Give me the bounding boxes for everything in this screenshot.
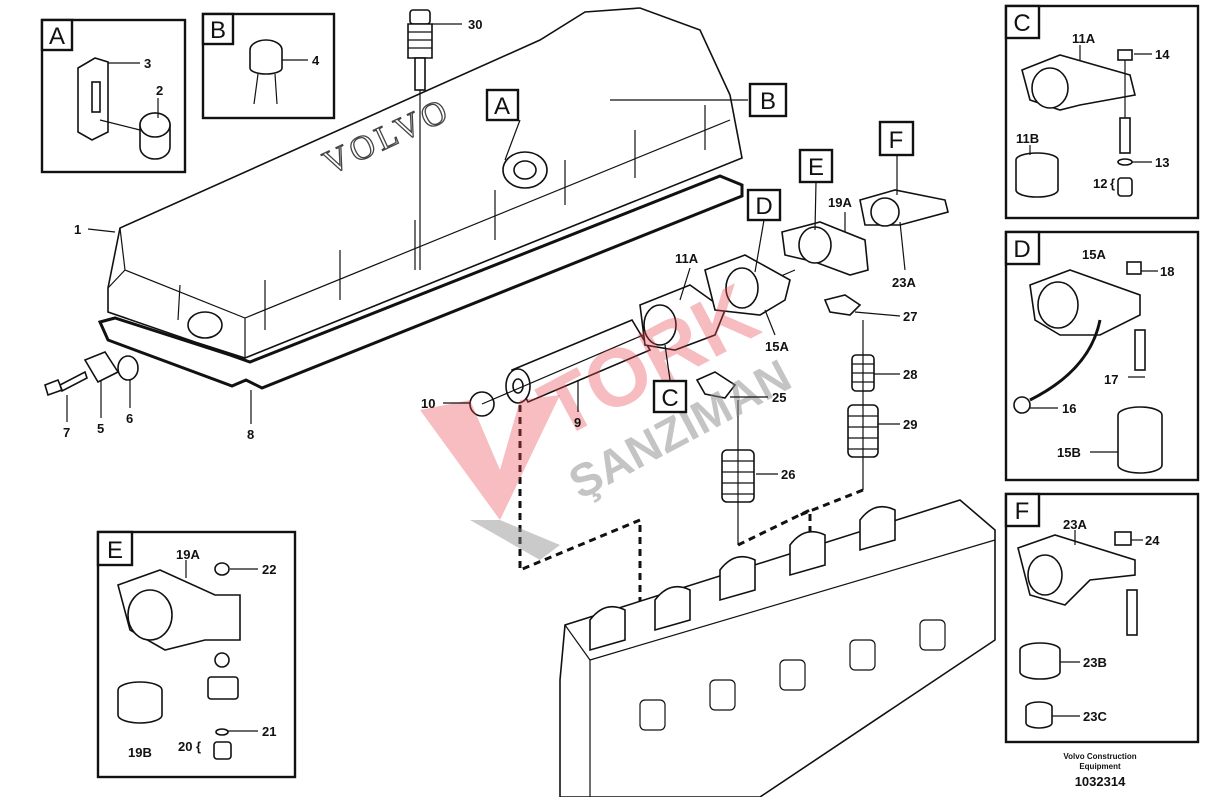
svg-text:30: 30 bbox=[468, 17, 482, 32]
oil-filler-cap-30 bbox=[407, 9, 433, 270]
callout-box-d: D bbox=[746, 188, 782, 222]
svg-text:E: E bbox=[107, 537, 123, 564]
svg-text:12: 12 bbox=[1093, 176, 1107, 191]
svg-text:D: D bbox=[1013, 236, 1030, 263]
svg-text:B: B bbox=[210, 17, 226, 44]
callout-box-b: B bbox=[748, 82, 788, 118]
svg-text:{: { bbox=[196, 739, 201, 754]
callout-box-e: E bbox=[798, 148, 834, 184]
svg-text:22: 22 bbox=[262, 562, 276, 577]
callout-box-a: A bbox=[485, 88, 520, 122]
svg-text:F: F bbox=[889, 127, 904, 154]
svg-text:11A: 11A bbox=[1072, 31, 1096, 46]
svg-text:26: 26 bbox=[781, 467, 795, 482]
svg-text:1: 1 bbox=[74, 222, 81, 237]
drawing-number: 1032314 bbox=[1075, 774, 1126, 789]
cylinder-head bbox=[559, 499, 996, 797]
svg-text:23A: 23A bbox=[892, 275, 916, 290]
rocker-arm-11A bbox=[639, 284, 726, 351]
valve-bridge-25 bbox=[695, 371, 737, 399]
svg-text:6: 6 bbox=[126, 411, 133, 426]
gasket-8 bbox=[97, 174, 744, 390]
company-name-line2: Equipment bbox=[1079, 762, 1121, 771]
svg-text:9: 9 bbox=[574, 415, 581, 430]
svg-text:11A: 11A bbox=[675, 251, 699, 266]
assembly-line bbox=[799, 488, 864, 517]
inset-e: E { 19A 22 21 20 19B bbox=[96, 530, 297, 779]
svg-text:2: 2 bbox=[156, 83, 163, 98]
cover-plate-5 bbox=[83, 351, 120, 384]
svg-text:23B: 23B bbox=[1083, 655, 1107, 670]
svg-text:8: 8 bbox=[247, 427, 254, 442]
svg-text:B: B bbox=[760, 88, 776, 115]
svg-text:19B: 19B bbox=[128, 745, 152, 760]
o-ring-6 bbox=[117, 355, 139, 381]
svg-text:15B: 15B bbox=[1057, 445, 1081, 460]
svg-text:A: A bbox=[49, 23, 65, 50]
svg-text:5: 5 bbox=[97, 421, 104, 436]
rocker-arm-15A bbox=[704, 254, 791, 316]
rocker-arm-19A bbox=[781, 221, 869, 276]
svg-text:17: 17 bbox=[1104, 372, 1118, 387]
svg-text:29: 29 bbox=[903, 417, 917, 432]
svg-text:A: A bbox=[494, 93, 510, 120]
svg-text:3: 3 bbox=[144, 56, 151, 71]
rocker-arm-23A bbox=[859, 189, 949, 227]
svg-text:19A: 19A bbox=[176, 547, 200, 562]
svg-text:27: 27 bbox=[903, 309, 917, 324]
svg-text:16: 16 bbox=[1062, 401, 1076, 416]
svg-text:D: D bbox=[755, 193, 772, 220]
svg-text:25: 25 bbox=[772, 390, 786, 405]
svg-text:23A: 23A bbox=[1063, 517, 1087, 532]
callout-box-c: C bbox=[652, 379, 688, 414]
svg-text:19A: 19A bbox=[828, 195, 852, 210]
company-name: Volvo Construction bbox=[1063, 752, 1136, 761]
svg-text:10: 10 bbox=[421, 396, 435, 411]
inset-c: C { 11A 14 11B 13 12 bbox=[1004, 4, 1200, 220]
svg-text:C: C bbox=[1013, 10, 1030, 37]
footer: Volvo Construction Equipment 1032314 bbox=[1063, 752, 1136, 789]
callout-box-f: F bbox=[878, 120, 915, 157]
svg-text:F: F bbox=[1015, 498, 1030, 525]
inset-b: B 4 bbox=[201, 12, 336, 120]
valve-bridge-27 bbox=[823, 294, 862, 316]
main-part-labels: 30 1 7 5 6 8 10 9 25 26 27 28 29 11A 15A… bbox=[63, 17, 917, 482]
svg-text:15A: 15A bbox=[1082, 247, 1106, 262]
svg-text:11B: 11B bbox=[1016, 131, 1039, 146]
svg-text:20: 20 bbox=[178, 739, 192, 754]
svg-text:28: 28 bbox=[903, 367, 917, 382]
svg-text:15A: 15A bbox=[765, 339, 789, 354]
inset-f: F 23A 24 23B 23C bbox=[1004, 492, 1200, 744]
svg-text:E: E bbox=[808, 154, 824, 181]
svg-text:24: 24 bbox=[1145, 533, 1160, 548]
svg-text:C: C bbox=[661, 385, 678, 412]
assembly-line bbox=[518, 405, 642, 640]
svg-text:{: { bbox=[1110, 176, 1115, 191]
inset-d: D 15A 18 17 16 15B bbox=[1004, 230, 1200, 482]
bolt-7 bbox=[44, 370, 88, 397]
svg-text:7: 7 bbox=[63, 425, 70, 440]
svg-text:13: 13 bbox=[1155, 155, 1169, 170]
svg-text:14: 14 bbox=[1155, 47, 1170, 62]
svg-text:21: 21 bbox=[262, 724, 276, 739]
svg-text:4: 4 bbox=[312, 53, 320, 68]
inset-a: A 3 2 bbox=[40, 18, 187, 174]
svg-text:18: 18 bbox=[1160, 264, 1174, 279]
svg-text:23C: 23C bbox=[1083, 709, 1107, 724]
